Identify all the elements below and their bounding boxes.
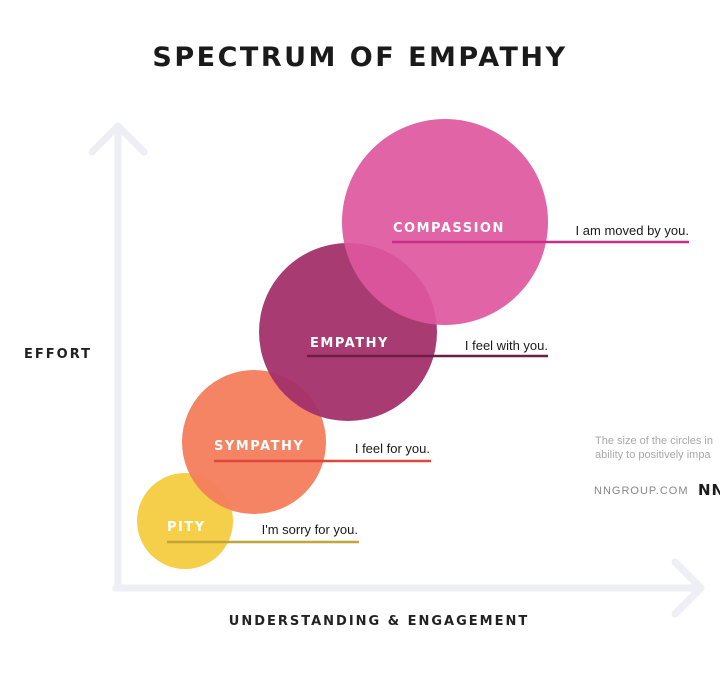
y-axis-arrowhead — [88, 122, 148, 156]
axes — [88, 122, 705, 618]
size-note-line-2: ability to positively impa — [595, 449, 711, 461]
empathy-label: EMPATHY — [310, 336, 389, 351]
pity-label: PITY — [167, 520, 206, 535]
pity-statement: I'm sorry for you. — [262, 522, 358, 537]
empathy-statement: I feel with you. — [465, 338, 548, 353]
size-note-line-1: The size of the circles in — [595, 435, 713, 447]
sympathy-circle — [182, 370, 326, 514]
compassion-statement: I am moved by you. — [576, 223, 689, 238]
size-note: The size of the circles in ability to po… — [595, 434, 720, 462]
x-axis-arrowhead — [671, 558, 705, 618]
compassion-label: COMPASSION — [393, 221, 505, 236]
sympathy-statement: I feel for you. — [355, 441, 430, 456]
compassion-circle — [342, 119, 548, 325]
diagram-title: SPECTRUM OF EMPATHY — [152, 42, 568, 73]
x-axis-label: UNDERSTANDING & ENGAGEMENT — [228, 614, 530, 629]
brand-logo: NN — [698, 481, 720, 499]
y-axis-label: EFFORT — [24, 347, 92, 362]
site-url: NNGROUP.COM — [594, 485, 689, 497]
sympathy-label: SYMPATHY — [214, 439, 304, 454]
